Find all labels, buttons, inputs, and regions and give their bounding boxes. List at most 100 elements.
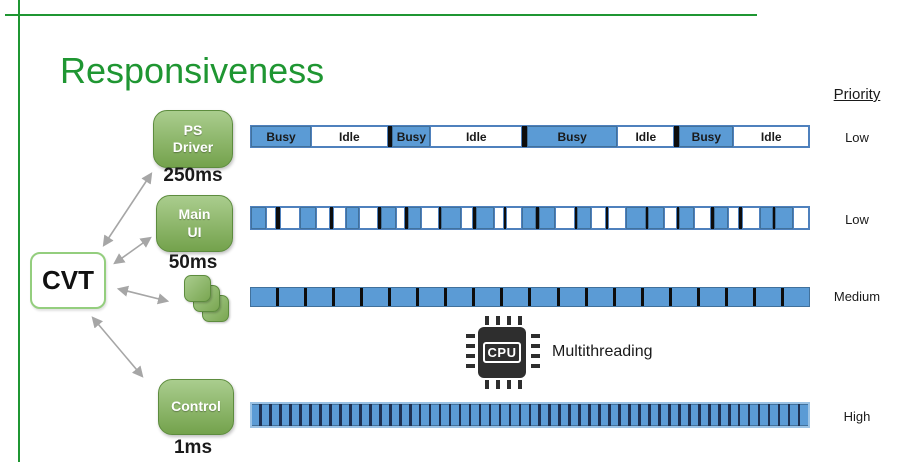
timeline-segment-busy (600, 404, 609, 426)
timeline-segment-busy (281, 404, 290, 426)
timeline-segment-tick (717, 404, 721, 426)
timeline-segment-tick (522, 126, 528, 147)
timeline-segment-tick (508, 404, 512, 426)
timeline-segment-busy (291, 404, 300, 426)
timeline-segment-busy (650, 404, 659, 426)
timeline-segment-tick (428, 404, 432, 426)
cpu-pin (466, 364, 475, 368)
timeline-segment-busy: Busy (679, 126, 734, 147)
cpu-pin (531, 364, 540, 368)
timeline-segment-tick (568, 404, 571, 426)
timeline-segment-busy (541, 404, 549, 426)
timeline-segment-tick (378, 207, 381, 229)
timeline-segment-tick (727, 404, 731, 426)
timeline-segment-tick (416, 288, 420, 306)
arrow-cvt-layers (116, 285, 170, 305)
timeline-segment-tick (797, 404, 801, 426)
node-label-line: Control (171, 398, 221, 415)
timeline-segment-tick (668, 404, 671, 426)
timeline-segment-busy (699, 288, 725, 306)
timeline-segment-busy (299, 207, 316, 229)
timeline-segment-tick (737, 404, 741, 426)
timeline-segment-busy (750, 404, 758, 426)
timeline-segment-tick (500, 288, 504, 306)
timeline-segment-busy (381, 404, 389, 426)
timeline-control (250, 402, 810, 428)
timeline-segment-busy (511, 404, 519, 426)
timeline-segment-busy (451, 404, 459, 426)
timeline-segment-tick (658, 404, 661, 426)
timeline-segment-tick (556, 288, 560, 306)
timeline-segment-busy (271, 404, 280, 426)
timeline-segment-busy (346, 207, 359, 229)
timeline-segment-busy (640, 404, 649, 426)
slide-left-border-line (18, 0, 20, 462)
timeline-segment-tick (574, 207, 578, 229)
priority-label-main-ui: Low (845, 212, 869, 227)
timeline-segment-tick (369, 404, 372, 426)
timeline-segment-tick (598, 404, 601, 426)
timeline-segment-busy (321, 404, 330, 426)
timeline-segment-busy (391, 404, 399, 426)
multithreading-caption: Multithreading (552, 343, 653, 360)
timeline-segment-tick (538, 404, 542, 426)
timeline-segment-tick (674, 126, 680, 147)
timeline-segment-busy (571, 404, 579, 426)
timeline-segment-busy (783, 288, 809, 306)
timeline-segment-tick (767, 404, 771, 426)
timeline-segment-busy (447, 288, 473, 306)
timeline-segment-tick (378, 404, 382, 426)
timeline-segment-idle (395, 207, 405, 229)
timeline-segment-tick (438, 404, 442, 426)
timeline-segment-tick (309, 404, 312, 426)
timeline-segment-tick (339, 404, 342, 426)
timeline-segment-tick (738, 207, 742, 229)
timeline-segment-tick (711, 207, 714, 229)
timeline-segment-tick (780, 288, 784, 306)
timeline-segment-busy (561, 404, 569, 426)
priority-label-worker: Medium (833, 289, 881, 304)
timeline-segment-tick (269, 404, 272, 426)
timeline-segment-busy (539, 207, 555, 229)
timeline-segment-tick (528, 404, 532, 426)
timeline-segment-tick (444, 288, 448, 306)
cpu-pin (496, 316, 500, 325)
priority-column-header: Priority (833, 86, 881, 103)
timeline-segment-tick (418, 404, 422, 426)
timeline-segment-idle: Idle (617, 126, 675, 147)
timeline-segment-tick (777, 404, 781, 426)
cpu-pin (518, 380, 522, 389)
timeline-segment-tick (276, 288, 280, 306)
timeline-segment-tick (329, 404, 332, 426)
period-ps-driver: 250ms (163, 165, 223, 186)
timeline-segment-busy (475, 207, 494, 229)
timeline-segment-busy (335, 288, 361, 306)
timeline-segment-tick (558, 404, 562, 426)
timeline-segment-busy (481, 404, 489, 426)
timeline-segment-busy (522, 207, 537, 229)
timeline-segment-busy (610, 404, 619, 426)
cvt-label: CVT (42, 265, 94, 295)
timeline-segment-tick (299, 404, 302, 426)
timeline-segment-idle (315, 207, 331, 229)
timeline-segment-busy: Busy (251, 126, 312, 147)
timeline-segment-busy (521, 404, 529, 426)
timeline-segment-tick (548, 404, 552, 426)
cpu-pin (518, 316, 522, 325)
timeline-segment-tick (638, 404, 641, 426)
timeline-segment-busy (626, 207, 646, 229)
timeline-segment-busy (371, 404, 379, 426)
timeline-segment-idle (506, 207, 523, 229)
timeline-segment-idle (358, 207, 379, 229)
timeline-segment-tick (757, 404, 761, 426)
timeline-segment-tick (398, 404, 402, 426)
timeline-segment-tick (388, 288, 392, 306)
timeline-segment-tick (289, 404, 292, 426)
timeline-segment-tick (332, 288, 336, 306)
timeline-segment-tick (478, 404, 482, 426)
arrow-cvt-control (91, 316, 144, 378)
timeline-worker (250, 287, 810, 307)
timeline-segment-idle (460, 207, 474, 229)
timeline-segment-idle (793, 207, 809, 229)
